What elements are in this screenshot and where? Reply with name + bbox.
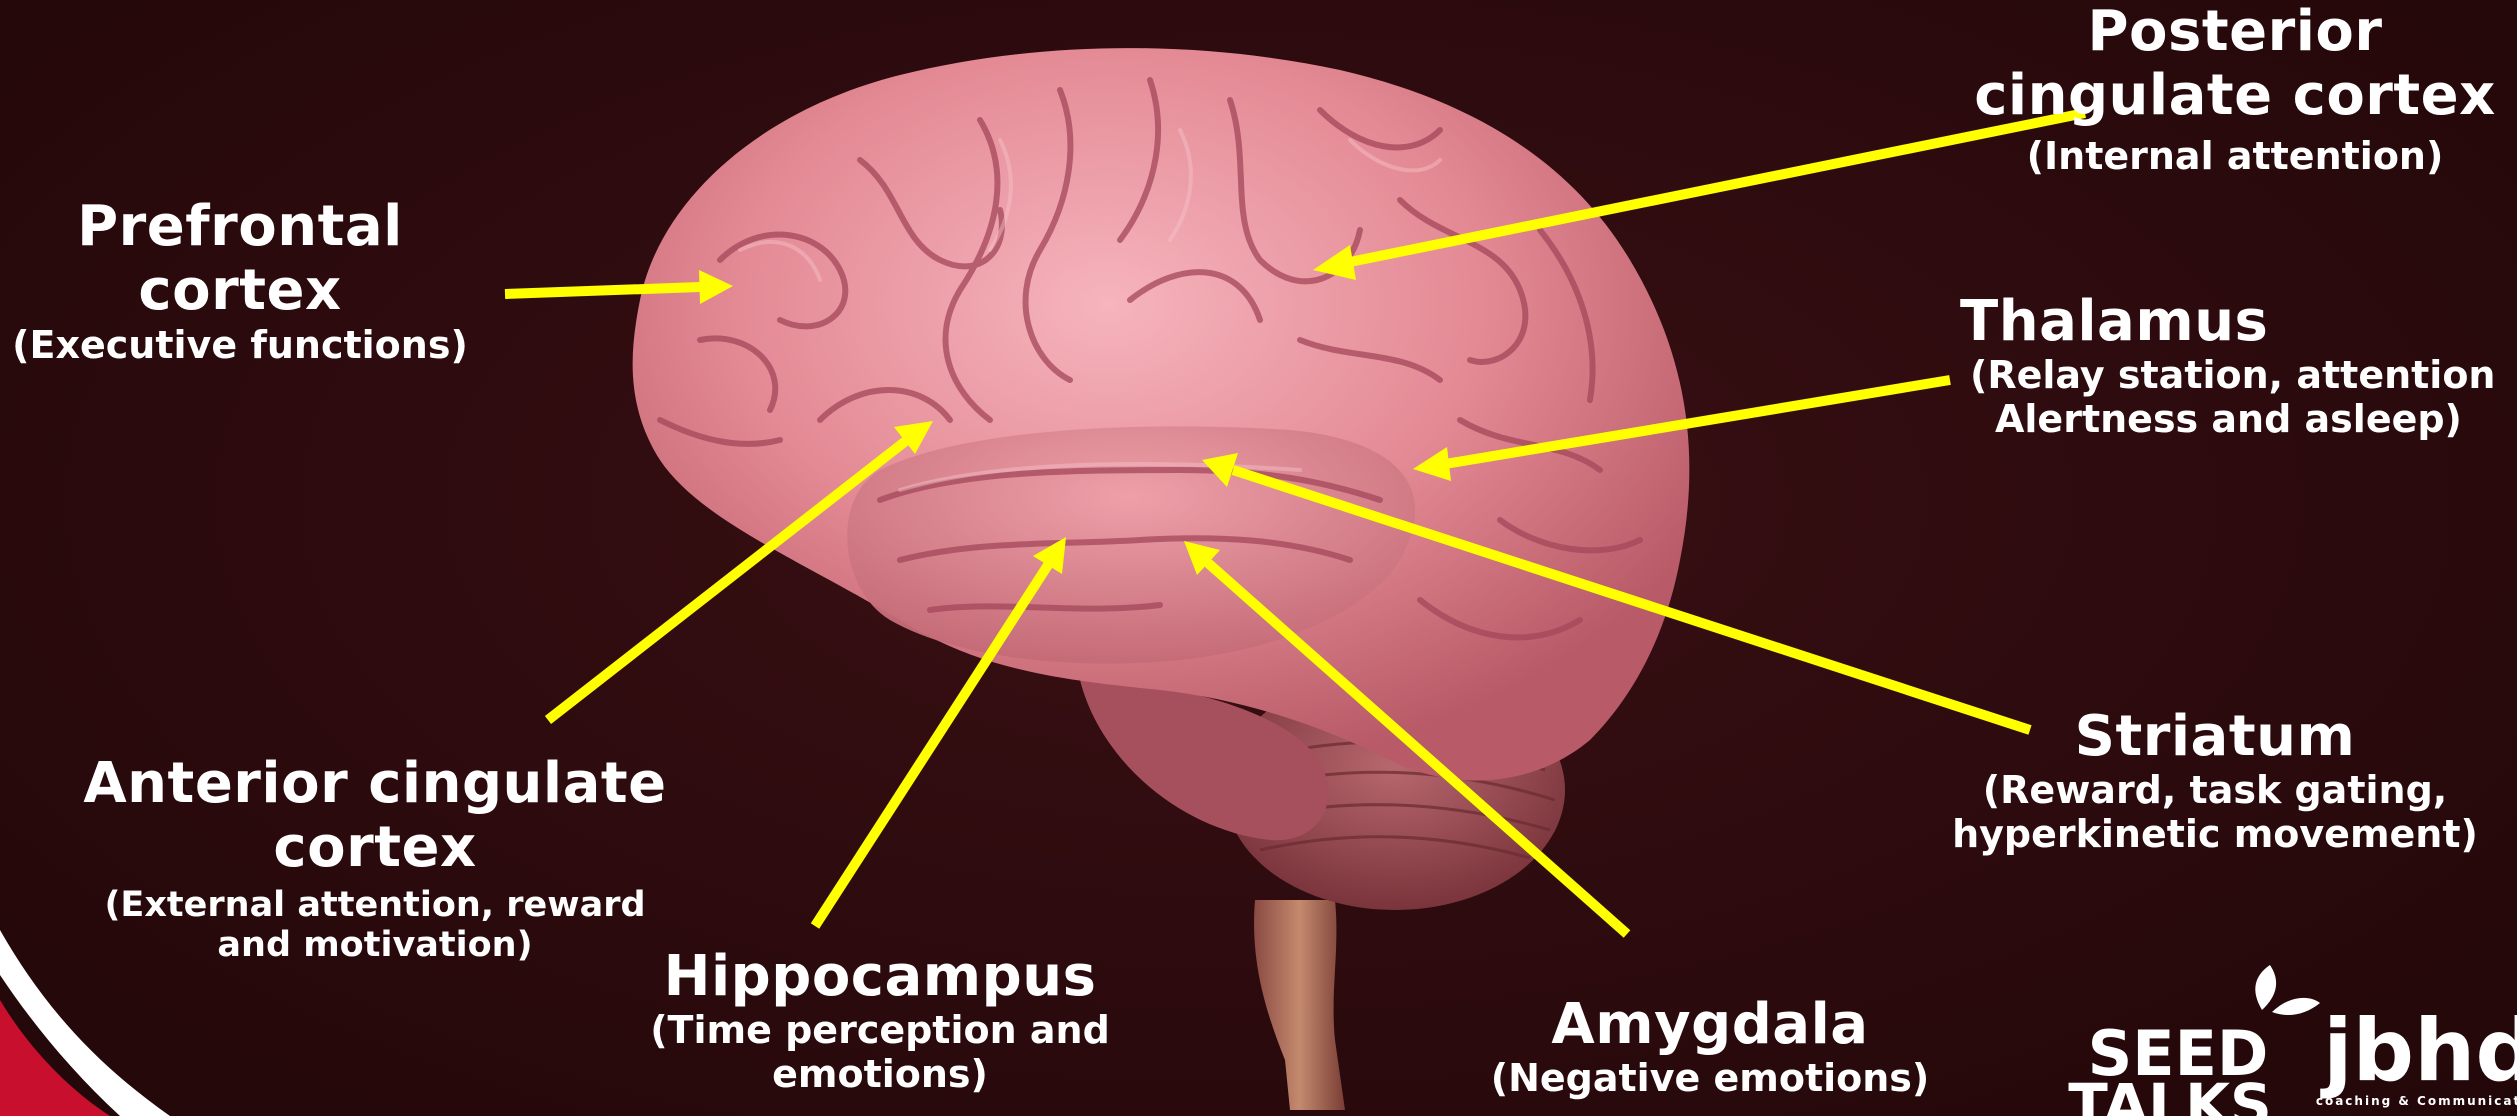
brain-stem xyxy=(1254,900,1345,1110)
thalamus-desc-line2: Alertness and asleep) xyxy=(1950,398,2510,442)
talks-text: TALKS xyxy=(2068,1071,2272,1116)
hippocampus-title: Hippocampus xyxy=(540,945,1220,1009)
amygdala-desc: (Negative emotions) xyxy=(1490,1057,1930,1101)
posterior-cingulate-desc: (Internal attention) xyxy=(1940,135,2517,179)
prefrontal-desc: (Executive functions) xyxy=(0,324,480,368)
prefrontal-title: Prefrontal cortex xyxy=(0,195,480,324)
anterior-cingulate-title: Anterior cingulate cortex xyxy=(30,752,720,881)
label-striatum: Striatum (Reward, task gating, hyperkine… xyxy=(1940,705,2490,857)
jbhd-tagline: coaching & Communication xyxy=(2316,1094,2517,1108)
striatum-desc-line2: hyperkinetic movement) xyxy=(1940,813,2490,857)
jbhd-text: jbhd xyxy=(2320,1001,2517,1101)
label-hippocampus: Hippocampus (Time perception and emotion… xyxy=(540,945,1220,1097)
cerebrum xyxy=(633,48,1690,780)
amygdala-title: Amygdala xyxy=(1490,993,1930,1057)
thalamus-desc-line1: (Relay station, attention xyxy=(1950,354,2510,398)
label-thalamus: Thalamus (Relay station, attention Alert… xyxy=(1950,290,2510,442)
label-anterior-cingulate: Anterior cingulate cortex (External atte… xyxy=(30,752,720,965)
jbhd-logo: jbhd coaching & Communication xyxy=(2316,1001,2517,1108)
thalamus-title: Thalamus xyxy=(1950,290,2510,354)
label-prefrontal: Prefrontal cortex (Executive functions) xyxy=(0,195,480,367)
seed-talks-logo: SEED TALKS xyxy=(2068,965,2320,1116)
striatum-title: Striatum xyxy=(1940,705,2490,769)
label-posterior-cingulate: Posterior cingulate cortex (Internal att… xyxy=(1940,0,2517,178)
posterior-cingulate-title: Posterior cingulate cortex xyxy=(1940,0,2517,129)
striatum-desc-line1: (Reward, task gating, xyxy=(1940,769,2490,813)
label-amygdala: Amygdala (Negative emotions) xyxy=(1490,993,1930,1101)
hippocampus-desc: (Time perception and emotions) xyxy=(540,1009,1220,1096)
